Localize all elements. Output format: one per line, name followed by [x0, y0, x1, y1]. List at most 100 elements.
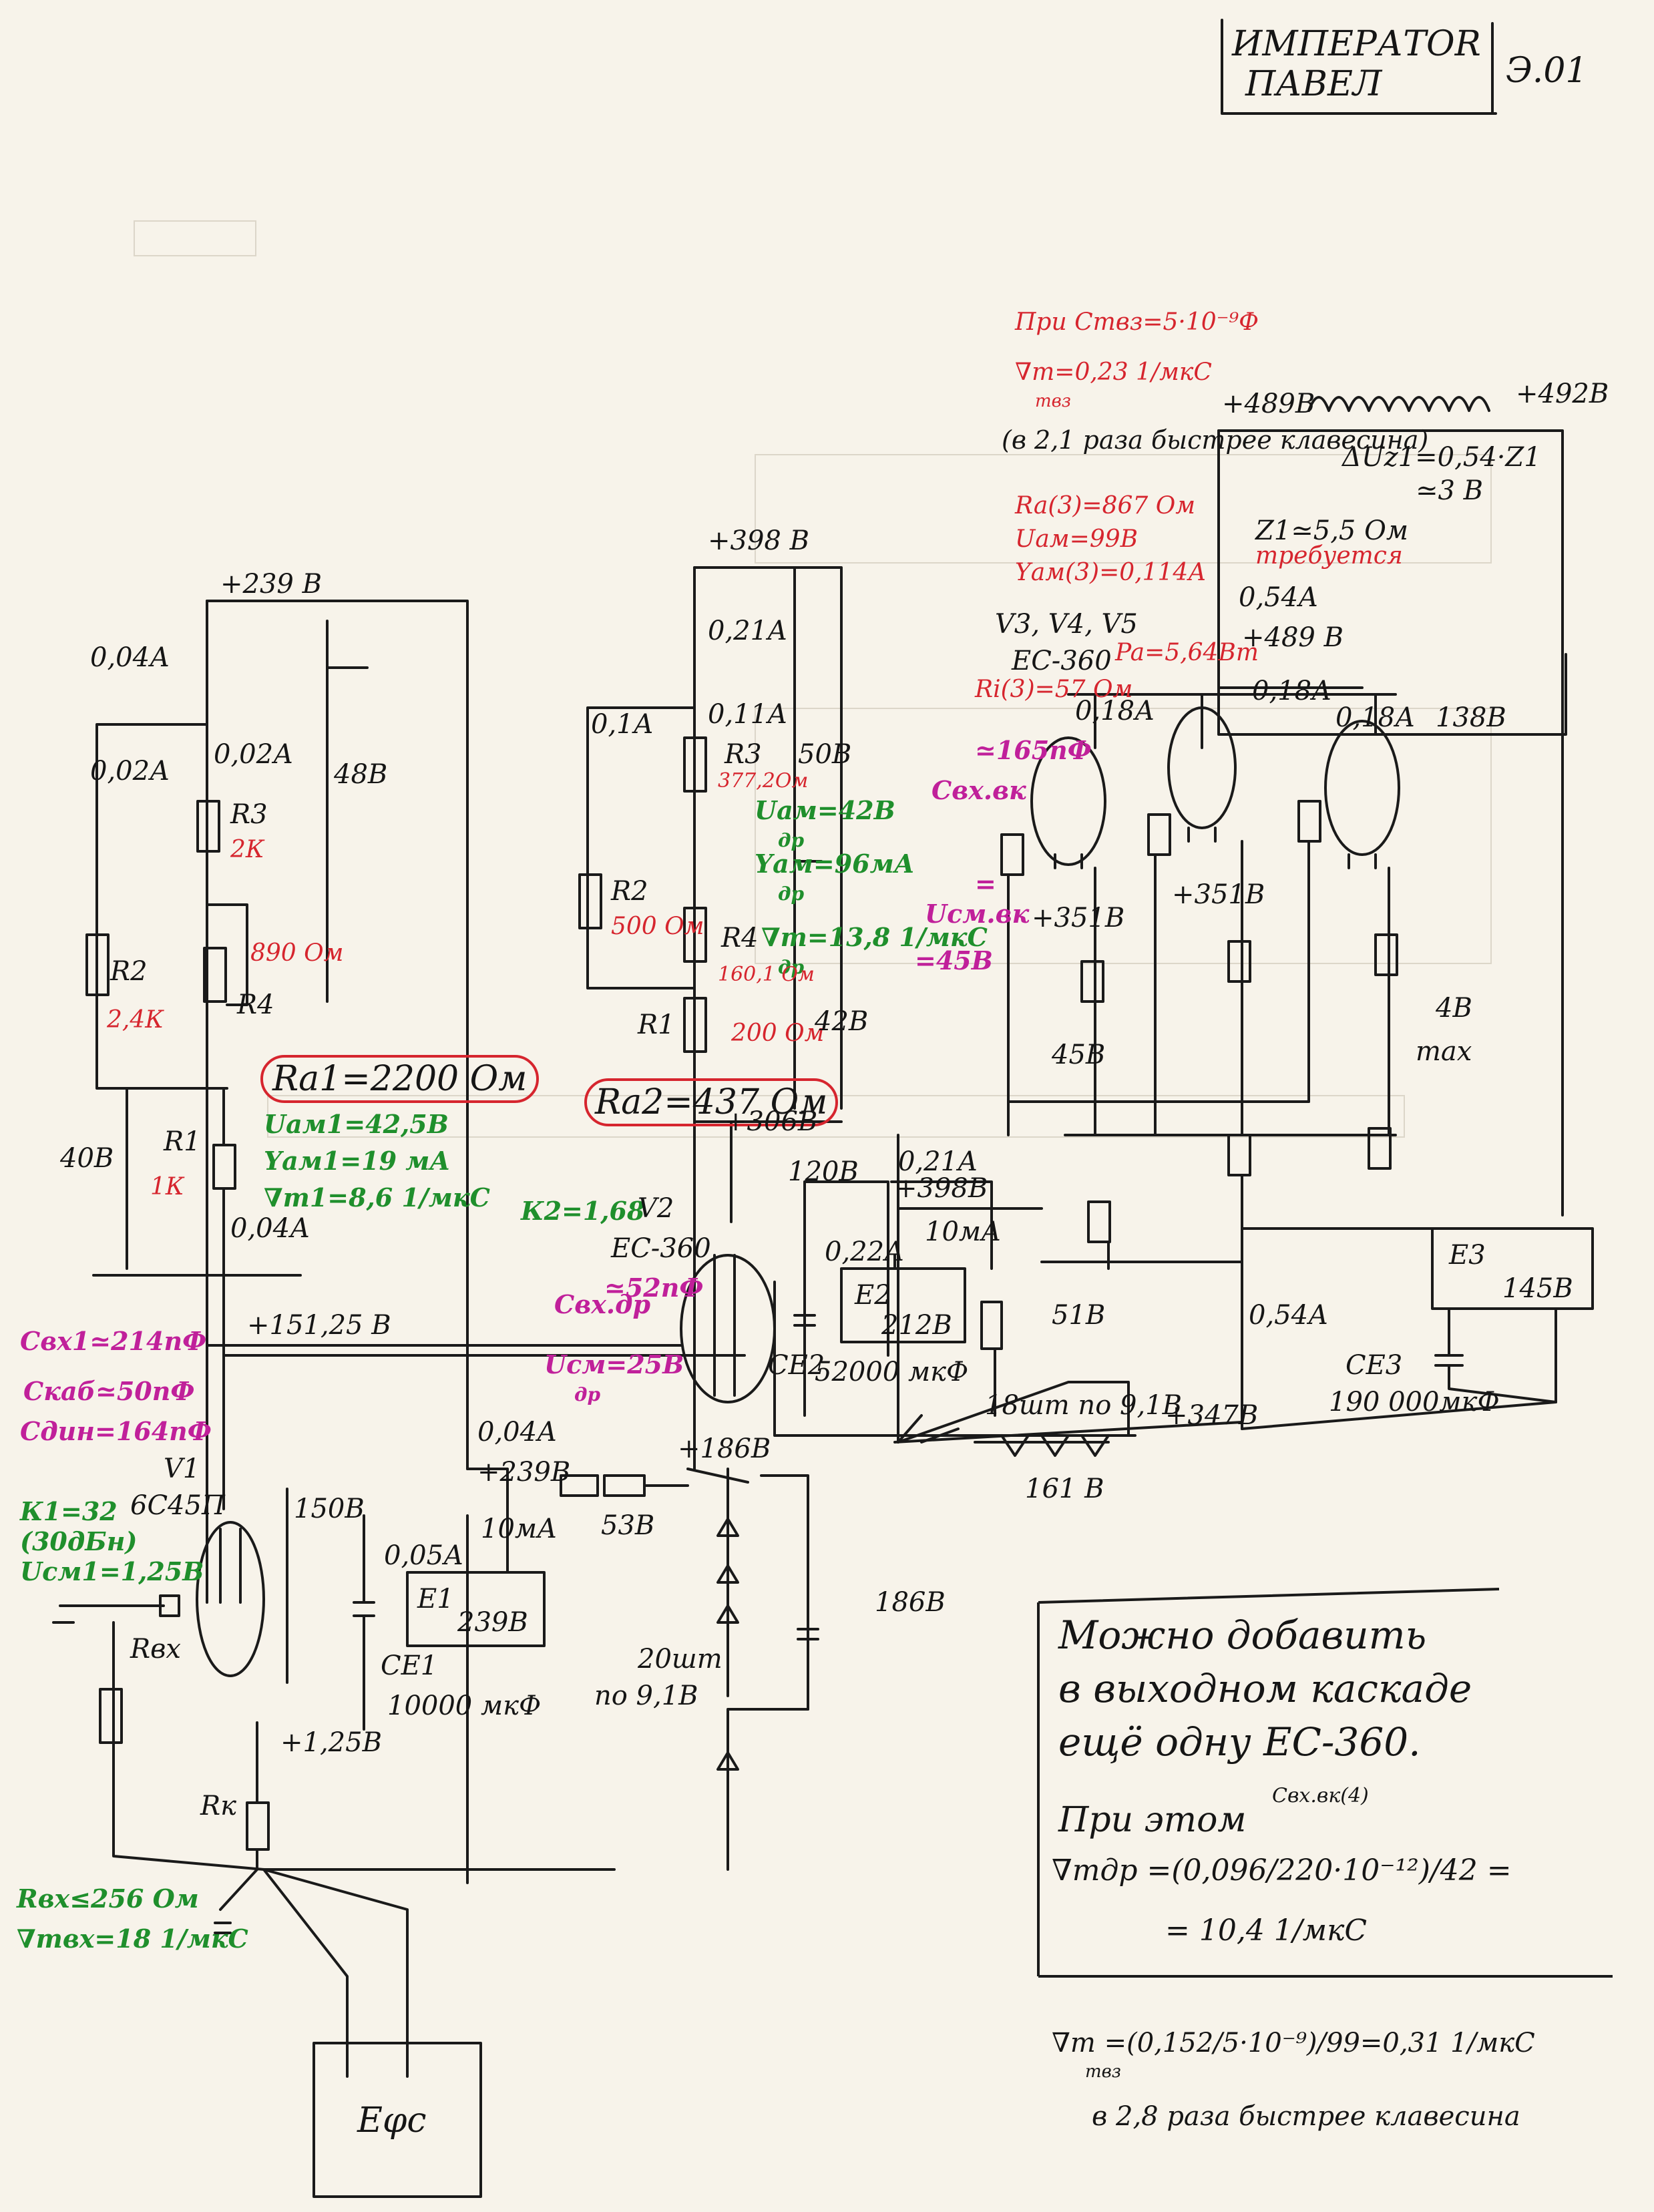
supply-239: +239 В	[220, 569, 322, 600]
cvx-vk-value: ≃165пФ	[975, 735, 1092, 765]
resistor-r4-label: R4	[721, 923, 759, 953]
resistor-r4-value: 160,1 Ом	[718, 963, 815, 986]
cvx-vk-label: Свх.вк	[932, 775, 1026, 805]
voltage-label: 51В	[1052, 1300, 1106, 1331]
resistor-r1-value: 1К	[150, 1173, 184, 1200]
ccab-label: Скаб≃50пФ	[23, 1376, 195, 1406]
ce2-value: 52000 мкФ	[815, 1357, 969, 1387]
voltage-label: +492В	[1516, 379, 1609, 409]
yam-label: Yам=96мА	[755, 849, 915, 879]
voltage-label: 4В	[1436, 993, 1472, 1024]
k1-label: К1=32	[20, 1496, 118, 1526]
resistor-r2-value: 2,4К	[107, 1006, 164, 1034]
voltage-label: +489 В	[1242, 622, 1343, 653]
rvx-max-label: Rвх≤256 Ом	[17, 1884, 199, 1914]
efc-label: Еφс	[357, 2100, 427, 2141]
voltage-label: 150В	[294, 1494, 365, 1524]
note-line-4: При этом	[1058, 1800, 1247, 1840]
max-label: max	[1416, 1036, 1472, 1067]
current-label: 10мА	[925, 1216, 1002, 1247]
voltage-label: +489В	[1222, 389, 1315, 419]
uam3-label: Uам=99В	[1015, 525, 1139, 553]
k1-db-label: (30дБн)	[20, 1526, 138, 1556]
uam-label: Uам=42В	[755, 795, 895, 825]
yam3-label: Yам(3)=0,114А	[1015, 559, 1207, 586]
current-label: 0,54А	[1239, 582, 1319, 613]
resistor-r3-label: R3	[230, 799, 268, 830]
voltage-label: 42В	[815, 1006, 869, 1037]
ce2-label: СЕ2	[768, 1350, 825, 1381]
current-label: 0,04А	[90, 642, 170, 673]
resistor-r1-label: R1	[164, 1126, 201, 1157]
pa-label: Pa=5,64Вт	[1115, 639, 1259, 666]
voltage-label: +347В	[1165, 1400, 1259, 1431]
resistor-r4-value: 890 Ом	[250, 939, 344, 967]
resistor-r3-value: 377,2Ом	[718, 769, 809, 793]
uam-sub: др	[778, 829, 805, 851]
ucm-vk-eq: =	[975, 869, 996, 899]
ucm-dr-label: Uсм=25В	[544, 1349, 684, 1379]
uam1-label: Uам1=42,5В	[264, 1109, 449, 1139]
voltage-label: 161 В	[1025, 1474, 1104, 1504]
note-formula-2: = 10,4 1/мкС	[1165, 1914, 1368, 1948]
e1-voltage: 239В	[457, 1607, 528, 1638]
tube-v1-type: 6С45П	[130, 1490, 225, 1521]
voltage-label: 45В	[1052, 1040, 1106, 1070]
current-label: 0,22А	[825, 1237, 905, 1267]
zener-string-2: 20шт	[638, 1644, 722, 1675]
current-label: 0,11А	[708, 699, 788, 730]
cvx-dr-value: ≃52пФ	[604, 1273, 704, 1303]
tube-v2-type: ЕС-360	[611, 1233, 711, 1264]
ra2-label: Rа2=437 Ом	[584, 1078, 839, 1126]
output-tube-type: ЕС-360	[1012, 646, 1112, 676]
vm-label: ∇m=13,8 1/мкС	[761, 922, 988, 952]
k2-label: К2=1,68	[521, 1196, 645, 1226]
voltage-label: 186В	[875, 1587, 946, 1618]
bleed-through-box	[134, 220, 256, 256]
voltage-label: 53В	[601, 1510, 655, 1541]
current-label: 0,02А	[90, 756, 170, 787]
vmtv-sub: твз	[1035, 391, 1071, 411]
voltage-label: +151,25 В	[247, 1310, 391, 1341]
notes-box: Можно добавить в выходном каскаде ещё од…	[1032, 1576, 1619, 2177]
note-line-2: в выходном каскаде	[1058, 1666, 1472, 1711]
cvx-dr-label: Свх.др	[554, 1289, 651, 1319]
voltage-label: +239В	[477, 1457, 571, 1488]
voltage-label: +306В	[725, 1106, 818, 1137]
current-label: 0,18А	[1252, 676, 1332, 706]
e1-name: E1	[417, 1584, 454, 1614]
voltage-label: +351В	[1172, 879, 1265, 910]
current-label: 0,21А	[708, 616, 788, 646]
resistor-r3-value: 2К	[230, 836, 264, 863]
zener-string-2b: по 9,1В	[594, 1681, 698, 1711]
z1-label: Z1≃5,5 Ом	[1255, 515, 1409, 546]
current-label: 0,05А	[384, 1540, 464, 1571]
ri3-label: Ri(3)=57 Ом	[975, 676, 1133, 703]
resistor-r2-value: 500 Ом	[611, 913, 704, 940]
voltage-label: +186В	[678, 1433, 771, 1464]
ce1-value: 10000 мкФ	[387, 1691, 542, 1721]
current-label: 0,18А	[1075, 696, 1155, 726]
current-label: 0,04А	[230, 1213, 311, 1244]
voltage-label: 138В	[1436, 702, 1506, 733]
voltage-label: +398В	[895, 1173, 988, 1204]
e3-voltage: 145В	[1502, 1273, 1573, 1304]
title-line-2: ПАВЕЛ	[1245, 64, 1382, 104]
voltage-label: 48В	[334, 759, 388, 790]
yam-sub: др	[778, 883, 805, 905]
ce3-value: 190 000мкФ	[1329, 1387, 1500, 1417]
resistor-r2-label: R2	[110, 956, 148, 987]
note-line-3: ещё одну ЕС-360.	[1058, 1719, 1421, 1765]
e3-name: E3	[1449, 1240, 1486, 1271]
e2-name: E2	[855, 1280, 891, 1311]
voltage-label: 40В	[60, 1143, 114, 1174]
voltage-label: 50В	[798, 739, 852, 770]
note-formula-1: ∇mдр =(0,096/220·10⁻¹²)/42 =	[1052, 1853, 1512, 1888]
current-label: 0,04А	[477, 1417, 558, 1448]
resistor-r3-label: R3	[725, 739, 762, 770]
ce1-label: СЕ1	[381, 1650, 438, 1681]
tube-v1-label: V1	[164, 1454, 200, 1484]
current-label: 0,02А	[214, 739, 294, 770]
note-formula-3: ∇m =(0,152/5·10⁻⁹)/99=0,31 1/мкС	[1052, 2028, 1535, 2058]
